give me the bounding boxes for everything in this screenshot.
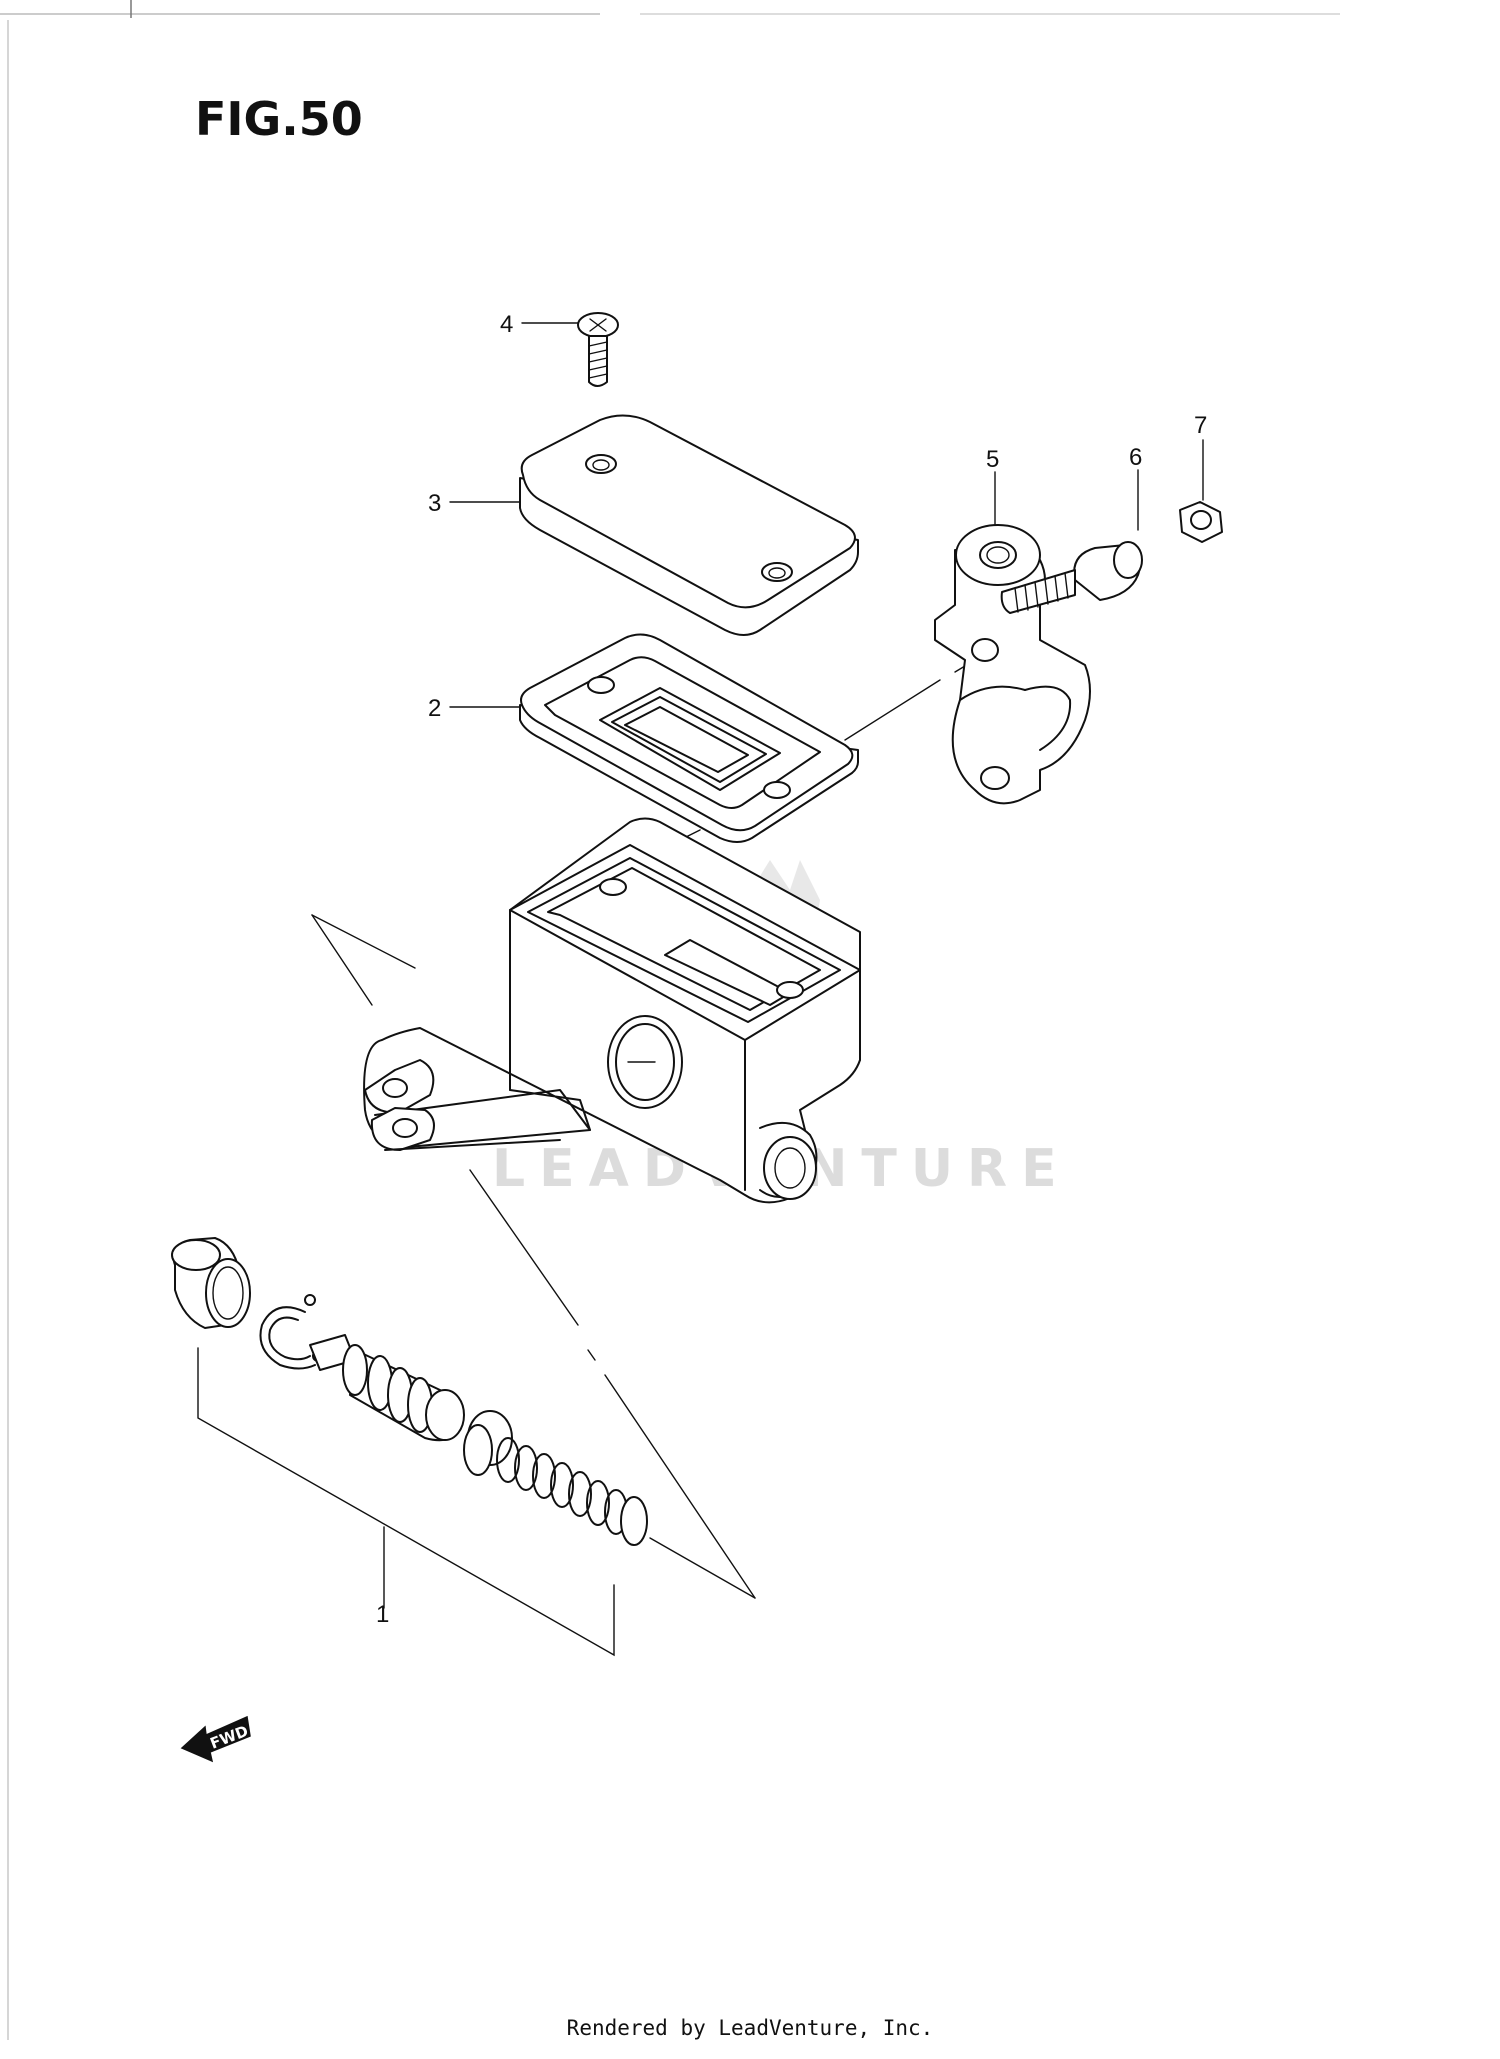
part-2-diaphragm: [519, 633, 859, 843]
part-1-bracket: [197, 1347, 615, 1657]
part-4-screw: [577, 312, 619, 387]
part-7-nut: [1179, 501, 1223, 543]
part-1-piston-kit: [171, 1237, 648, 1546]
scan-border-marks: [0, 0, 1340, 2040]
master-cylinder-body: [363, 817, 861, 1204]
callout-leader-lines: [449, 322, 1204, 708]
part-5-bracket-clamp: [934, 524, 1091, 805]
callout-5: 5: [986, 446, 999, 473]
callout-7: 7: [1194, 412, 1207, 439]
guide-lines: [311, 914, 756, 1599]
callout-4: 4: [500, 311, 513, 338]
fwd-arrow-icon: FWD: [180, 1715, 251, 1763]
callout-6: 6: [1129, 444, 1142, 471]
callout-3: 3: [428, 490, 441, 517]
part-3-reservoir-cap: [519, 414, 859, 636]
callout-2: 2: [428, 695, 441, 722]
callout-1: 1: [376, 1601, 389, 1628]
part-6-bolt: [1000, 541, 1143, 614]
footer-credit: Rendered by LeadVenture, Inc.: [566, 2016, 934, 2040]
figure-title: FIG.50: [195, 92, 363, 146]
